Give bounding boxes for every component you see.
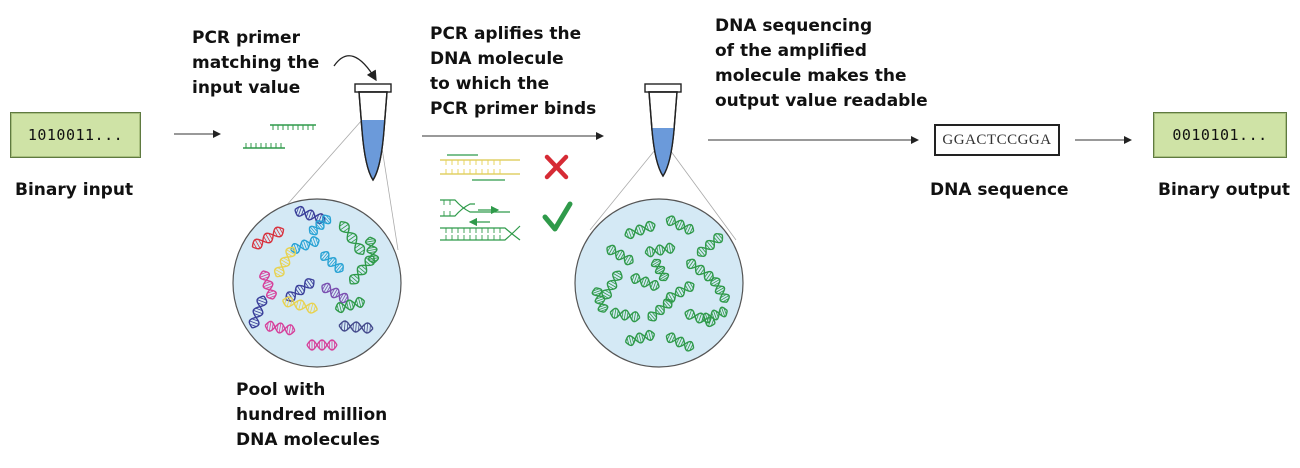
- dna-helix: [364, 236, 380, 264]
- pool-mixed: [232, 198, 402, 368]
- dna-helix: [650, 258, 670, 282]
- primer-binding-success: [440, 199, 521, 241]
- primer-label: PCR primer matching the input value: [192, 28, 320, 98]
- dna-helix: [696, 233, 724, 257]
- dna-helix: [710, 277, 730, 303]
- dna-helix: [281, 296, 319, 314]
- dna-helix: [644, 242, 676, 258]
- dna-helix: [630, 273, 660, 291]
- dna-sequence-box: GGACTCCGGA: [934, 124, 1060, 156]
- dna-helix: [264, 320, 296, 336]
- dna-helix: [273, 246, 297, 278]
- dna-helix: [290, 236, 320, 254]
- binary-input-box: 1010011...: [10, 112, 141, 158]
- dna-helix: [285, 278, 315, 302]
- dna-helix: [308, 214, 332, 236]
- dna-helix: [624, 220, 656, 240]
- dna-helix: [248, 295, 268, 329]
- dna-helix: [647, 298, 673, 322]
- test-tube-right: [644, 83, 682, 178]
- dna-helix: [686, 258, 714, 282]
- dna-molecules-amplified: [591, 215, 730, 352]
- dna-helix: [338, 320, 374, 334]
- cross-icon: [544, 154, 569, 180]
- dna-helix: [334, 296, 366, 314]
- dna-helix: [306, 339, 338, 351]
- sequencing-label: DNA sequencing of the amplified molecule…: [715, 16, 928, 111]
- binary-output-label: Binary output: [1158, 180, 1291, 200]
- dna-helix: [601, 270, 623, 300]
- curved-arrow: [333, 55, 377, 82]
- dna-helix: [251, 226, 285, 250]
- dna-molecules-mixed: [248, 205, 380, 351]
- dna-helix: [665, 281, 695, 303]
- primer-fragments: [243, 124, 316, 149]
- dna-helix: [259, 270, 277, 300]
- dna-helix: [665, 215, 695, 235]
- binary-input-label: Binary input: [15, 180, 134, 200]
- primer-binding-fail: [440, 154, 520, 181]
- pcr-label: PCR aplifies the DNA molecule to which t…: [430, 24, 597, 119]
- dna-sequence-label: DNA sequence: [930, 180, 1069, 200]
- pool-label: Pool with hundred million DNA molecules: [236, 380, 388, 450]
- dna-helix: [338, 220, 366, 256]
- dna-helix: [624, 329, 656, 347]
- dna-helix: [591, 287, 609, 313]
- pool-amplified: [574, 198, 744, 368]
- binary-output-box: 0010101...: [1153, 112, 1287, 158]
- dna-helix: [606, 244, 634, 266]
- dna-helix: [321, 282, 349, 304]
- check-icon: [542, 201, 573, 232]
- dna-helix: [320, 251, 344, 273]
- dna-helix: [702, 306, 728, 324]
- test-tube-left: [354, 83, 392, 182]
- dna-helix: [609, 307, 641, 323]
- dna-helix: [665, 332, 695, 352]
